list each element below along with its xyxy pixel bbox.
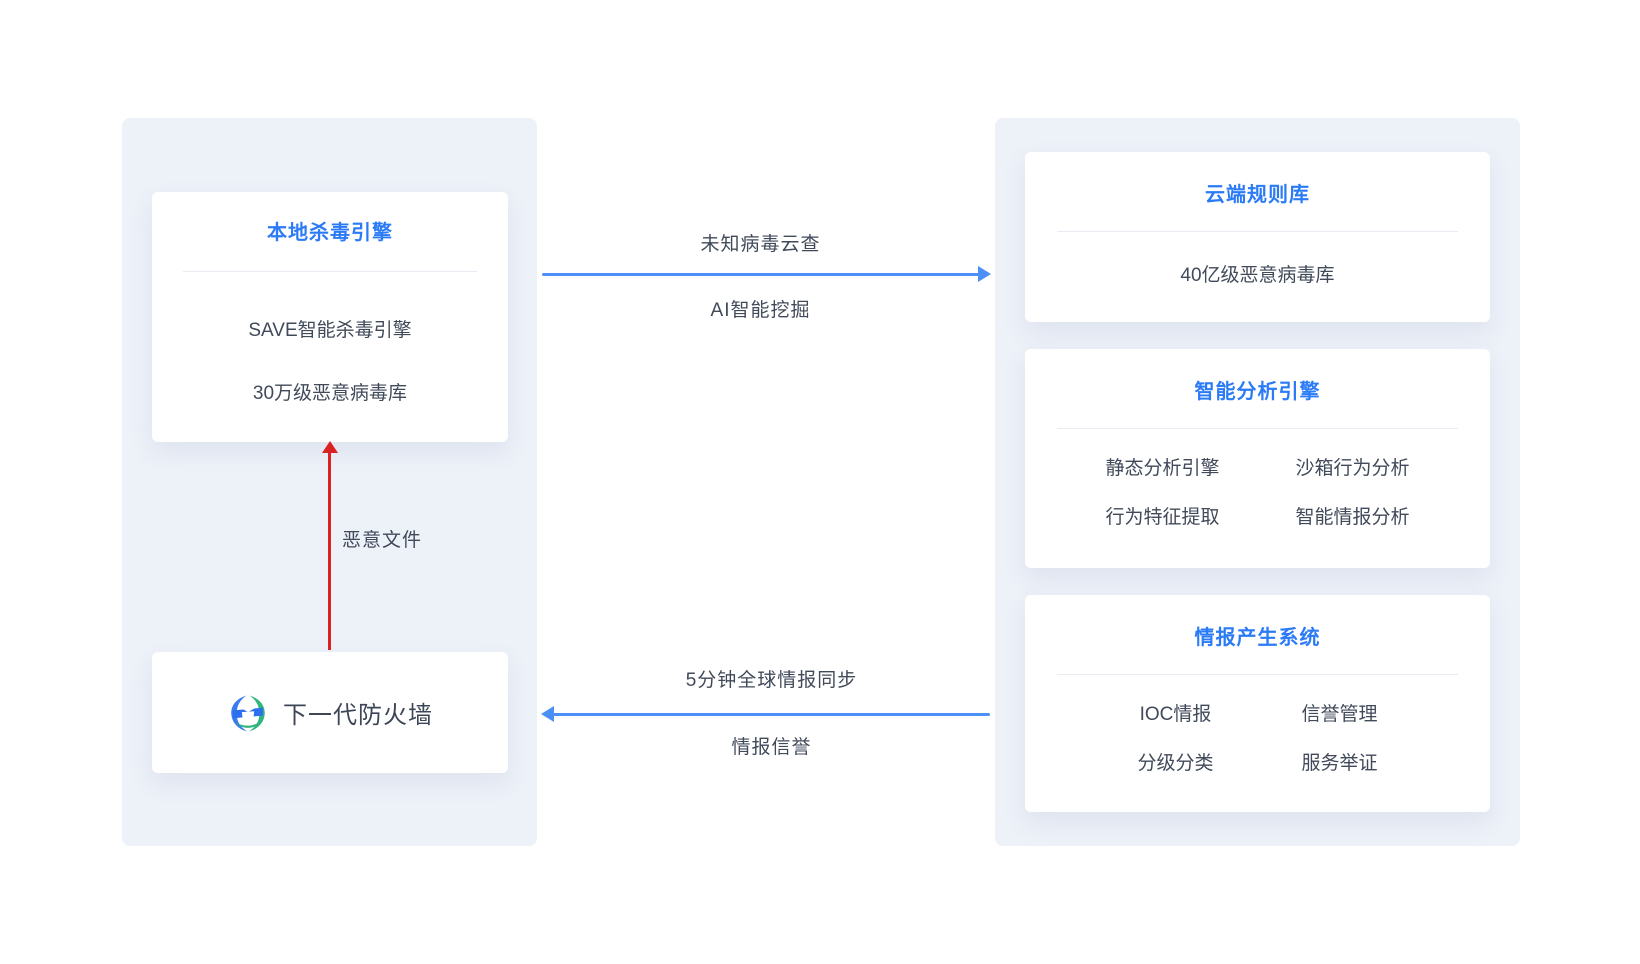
malicious-file-arrow-line	[328, 452, 331, 650]
feature-row: 行为特征提取 智能情报分析	[1025, 504, 1490, 531]
local-av-engine-title: 本地杀毒引擎	[267, 222, 393, 244]
feature-cell: 行为特征提取	[1105, 507, 1220, 528]
cloud-rules-title: 云端规则库	[1205, 184, 1310, 206]
flow-to-firewall-arrow-line	[553, 713, 990, 716]
cloud-rules-card: 云端规则库 40亿级恶意病毒库	[1025, 152, 1490, 322]
local-side-panel: 本地杀毒引擎 SAVE智能杀毒引擎 30万级恶意病毒库 下一代防火墙	[122, 118, 537, 846]
divider	[183, 271, 477, 272]
analysis-engine-card: 智能分析引擎 静态分析引擎 沙箱行为分析 行为特征提取 智能情报分析	[1025, 349, 1490, 568]
feature-cell: 服务举证	[1301, 753, 1378, 774]
flow-to-cloud-arrowhead-right-icon	[978, 266, 991, 282]
divider	[1057, 674, 1458, 675]
intel-system-card: 情报产生系统 IOC情报 信誉管理 分级分类 服务举证	[1025, 595, 1490, 812]
local-av-engine-line: SAVE智能杀毒引擎	[248, 320, 412, 341]
flow-to-firewall-arrowhead-left-icon	[541, 706, 554, 722]
intel-system-title: 情报产生系统	[1194, 627, 1321, 649]
local-av-engine-card: 本地杀毒引擎 SAVE智能杀毒引擎 30万级恶意病毒库	[152, 192, 508, 442]
feature-cell: IOC情报	[1139, 704, 1212, 725]
feature-cell: 静态分析引擎	[1105, 458, 1220, 479]
feature-row: 分级分类 服务举证	[1025, 750, 1490, 777]
flow-to-firewall-label-below: 情报信誉	[731, 737, 812, 758]
divider	[1057, 428, 1458, 429]
feature-cell: 智能情报分析	[1295, 507, 1410, 528]
feature-cell: 分级分类	[1137, 753, 1214, 774]
flow-to-firewall-label-above: 5分钟全球情报同步	[685, 670, 858, 691]
flow-to-cloud-arrow-line	[542, 273, 979, 276]
flow-to-cloud-label-below: AI智能挖掘	[710, 300, 811, 321]
cloud-side-panel: 云端规则库 40亿级恶意病毒库 智能分析引擎 静态分析引擎 沙箱行为分析 行为特…	[995, 118, 1520, 846]
ngfw-shield-icon	[227, 692, 269, 734]
ngfw-label: 下一代防火墙	[283, 702, 433, 729]
flow-to-cloud-label-above: 未知病毒云查	[700, 234, 821, 255]
feature-cell: 沙箱行为分析	[1295, 458, 1410, 479]
divider	[1057, 231, 1458, 232]
local-av-engine-line: 30万级恶意病毒库	[252, 383, 408, 404]
analysis-engine-title: 智能分析引擎	[1194, 381, 1321, 403]
cloud-rules-content: 40亿级恶意病毒库	[1180, 265, 1335, 286]
malicious-file-arrowhead-up-icon	[322, 441, 338, 453]
malicious-file-label: 恶意文件	[342, 530, 423, 551]
feature-row: 静态分析引擎 沙箱行为分析	[1025, 455, 1490, 482]
ngfw-card: 下一代防火墙	[152, 652, 508, 773]
feature-cell: 信誉管理	[1301, 704, 1378, 725]
feature-row: IOC情报 信誉管理	[1025, 701, 1490, 728]
